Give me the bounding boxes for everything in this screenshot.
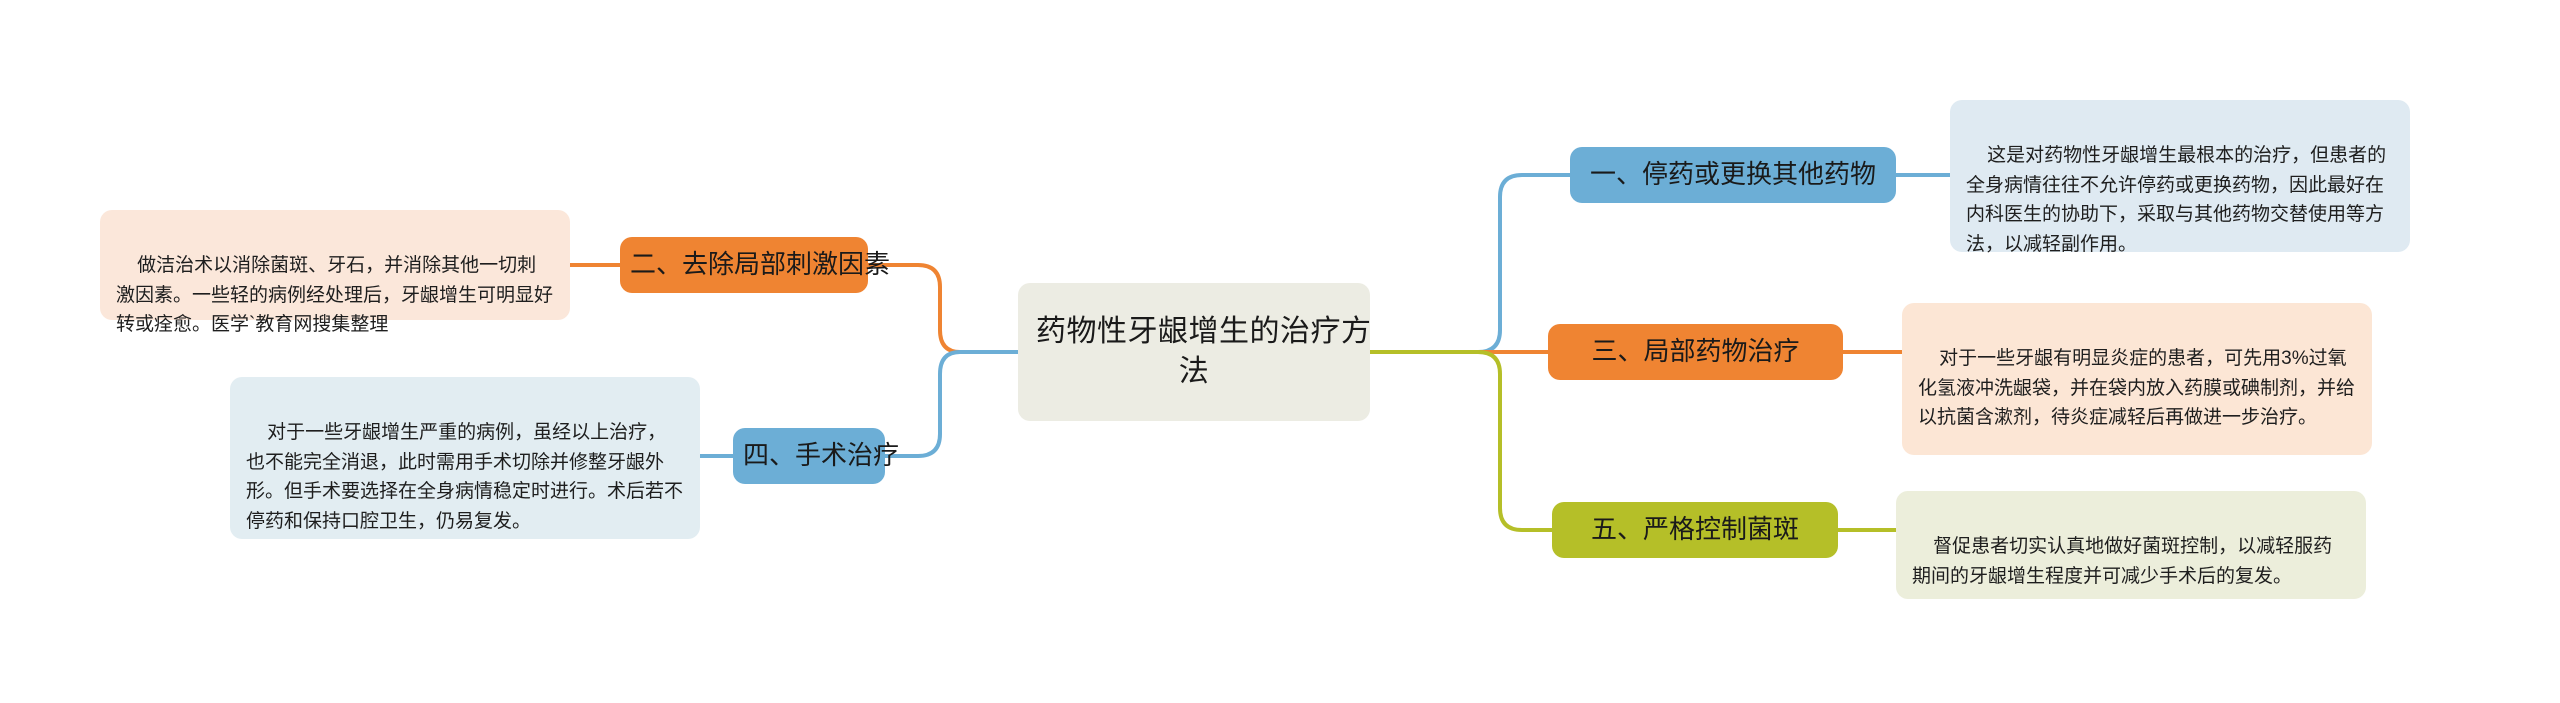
branch-detail-5-text: 督促患者切实认真地做好菌斑控制，以减轻服药期间的牙龈增生程度并可减少手术后的复发… xyxy=(1912,536,2333,587)
branch-detail-2-text: 做洁治术以消除菌斑、牙石，并消除其他一切刺激因素。一些轻的病例经处理后，牙龈增生… xyxy=(116,255,554,336)
branch-node-2-label: 二、去除局部刺激因素 xyxy=(630,249,891,280)
branch-node-3-label: 三、局部药物治疗 xyxy=(1591,336,1800,367)
branch-detail-3-text: 对于一些牙龈有明显炎症的患者，可先用3%过氧化氢液冲洗龈袋，并在袋内放入药膜或碘… xyxy=(1918,348,2356,429)
branch-detail-2[interactable]: 做洁治术以消除菌斑、牙石，并消除其他一切刺激因素。一些轻的病例经处理后，牙龈增生… xyxy=(100,210,570,335)
branch-node-5-label: 五、严格控制菌斑 xyxy=(1590,514,1799,545)
connector-branch-5 xyxy=(1420,350,1552,532)
branch-node-2[interactable]: 二、去除局部刺激因素 xyxy=(620,237,891,293)
branch-node-3[interactable]: 三、局部药物治疗 xyxy=(1548,324,1843,380)
branch-node-1-label: 一、停药或更换其他药物 xyxy=(1589,159,1876,190)
root-node[interactable]: 药物性牙龈增生的治疗方 法 xyxy=(1018,283,1372,421)
branch-node-4-label: 四、手术治疗 xyxy=(743,440,900,471)
branch-detail-5[interactable]: 督促患者切实认真地做好菌斑控制，以减轻服药期间的牙龈增生程度并可减少手术后的复发… xyxy=(1896,491,2366,599)
branch-detail-4-text: 对于一些牙龈增生严重的病例，虽经以上治疗，也不能完全消退，此时需用手术切除并修整… xyxy=(246,422,684,532)
branch-detail-1-text: 这是对药物性牙龈增生最根本的治疗，但患者的全身病情往往不允许停药或更换药物，因此… xyxy=(1966,145,2387,255)
connector-branch-4 xyxy=(885,350,985,458)
root-node-label: 药物性牙龈增生的治疗方 法 xyxy=(1036,314,1372,389)
branch-node-4[interactable]: 四、手术治疗 xyxy=(733,428,900,484)
connector-branch-1 xyxy=(1420,173,1570,354)
branch-detail-3[interactable]: 对于一些牙龈有明显炎症的患者，可先用3%过氧化氢液冲洗龈袋，并在袋内放入药膜或碘… xyxy=(1902,303,2372,455)
branch-detail-4[interactable]: 对于一些牙龈增生严重的病例，虽经以上治疗，也不能完全消退，此时需用手术切除并修整… xyxy=(230,377,700,539)
branch-node-1[interactable]: 一、停药或更换其他药物 xyxy=(1570,147,1896,203)
branch-detail-1[interactable]: 这是对药物性牙龈增生最根本的治疗，但患者的全身病情往往不允许停药或更换药物，因此… xyxy=(1950,100,2410,255)
branch-node-5[interactable]: 五、严格控制菌斑 xyxy=(1552,502,1838,558)
